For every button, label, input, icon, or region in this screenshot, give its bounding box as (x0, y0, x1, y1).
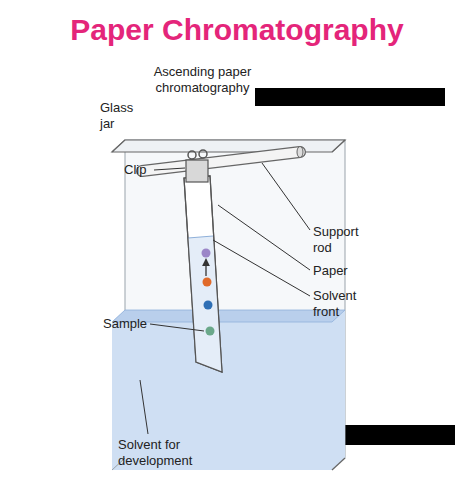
part-label: Glass jar (100, 100, 142, 132)
jar-rim (112, 140, 345, 152)
clip (186, 150, 208, 182)
leader-line (140, 380, 148, 434)
rod-end (297, 147, 303, 158)
leader-line (213, 240, 310, 296)
sample-spots (202, 249, 215, 336)
purple-spot (202, 249, 211, 258)
part-label: Support rod (313, 224, 371, 256)
paper (184, 176, 222, 372)
rod-outline (142, 152, 300, 171)
leader-line (154, 168, 185, 170)
clip-loop (199, 150, 207, 158)
support-rod (142, 147, 303, 172)
paper-strip (184, 176, 222, 372)
green-spot (206, 327, 215, 336)
paper-edge (184, 176, 222, 372)
diagram-title: Paper Chromatography (0, 12, 474, 48)
leader-line (218, 205, 310, 270)
blue-spot (204, 301, 213, 310)
part-label: Paper (313, 263, 348, 279)
part-label: Sample (103, 316, 147, 332)
solvent-front-line (188, 236, 213, 238)
orange-spot (203, 278, 212, 287)
clip-body (186, 160, 208, 182)
leader-lines (140, 163, 310, 434)
jar-edge (332, 458, 345, 470)
leader-line (150, 324, 204, 331)
part-label: Ascending paper chromatography (140, 64, 265, 96)
direction-arrow (205, 262, 206, 276)
part-label: Solvent for development (118, 437, 213, 469)
clip-loop (188, 151, 196, 159)
solvent (112, 310, 345, 470)
glass-jar (112, 140, 345, 470)
redaction-bar (255, 88, 445, 106)
wet-paper (188, 236, 222, 372)
part-label: Clip (124, 162, 146, 178)
leader-line (262, 163, 310, 230)
part-label: Solvent front (313, 288, 371, 320)
rod-body (142, 152, 300, 171)
